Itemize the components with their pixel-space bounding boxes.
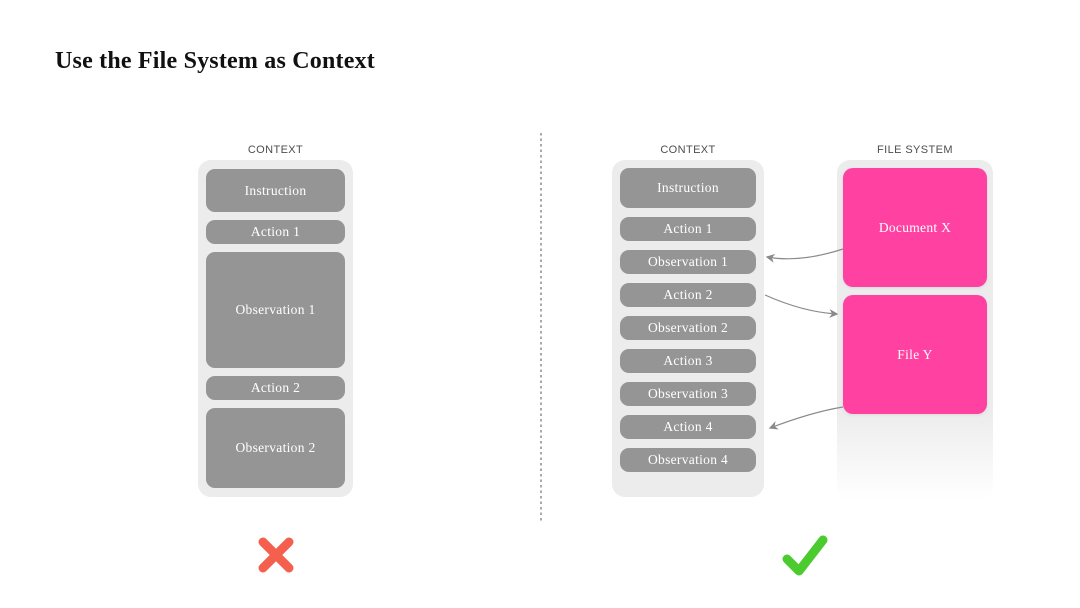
context-block-observation-2: Observation 2: [206, 408, 345, 488]
file-system-container: Document X File Y: [837, 160, 993, 500]
check-icon: [782, 535, 828, 576]
context-block-instruction: Instruction: [620, 168, 756, 208]
arrow-document-x-to-observation-1: [765, 248, 844, 263]
context-block-instruction: Instruction: [206, 169, 345, 212]
right-context-label: CONTEXT: [660, 144, 716, 156]
context-block-action-1: Action 1: [620, 217, 756, 241]
context-block-action-4: Action 4: [620, 415, 756, 439]
left-context-container: Instruction Action 1 Observation 1 Actio…: [198, 160, 353, 497]
file-system-label: FILE SYSTEM: [877, 144, 953, 156]
context-block-action-1: Action 1: [206, 220, 345, 244]
cross-icon: [258, 537, 294, 573]
context-block-observation-3: Observation 3: [620, 382, 756, 406]
context-block-action-2: Action 2: [206, 376, 345, 400]
context-block-action-3: Action 3: [620, 349, 756, 373]
context-block-observation-1: Observation 1: [620, 250, 756, 274]
panel-divider: [540, 133, 542, 521]
arrow-action-2-to-file-y: [764, 294, 839, 319]
context-block-observation-2: Observation 2: [620, 316, 756, 340]
context-block-observation-4: Observation 4: [620, 448, 756, 472]
context-block-action-2: Action 2: [620, 283, 756, 307]
right-context-container: Instruction Action 1 Observation 1 Actio…: [612, 160, 764, 497]
arrow-file-y-to-action-4: [768, 406, 844, 430]
context-block-observation-1: Observation 1: [206, 252, 345, 368]
left-context-label: CONTEXT: [247, 144, 304, 156]
slide-title: Use the File System as Context: [55, 48, 375, 74]
file-block-document-x: Document X: [843, 168, 987, 287]
file-block-file-y: File Y: [843, 295, 987, 414]
